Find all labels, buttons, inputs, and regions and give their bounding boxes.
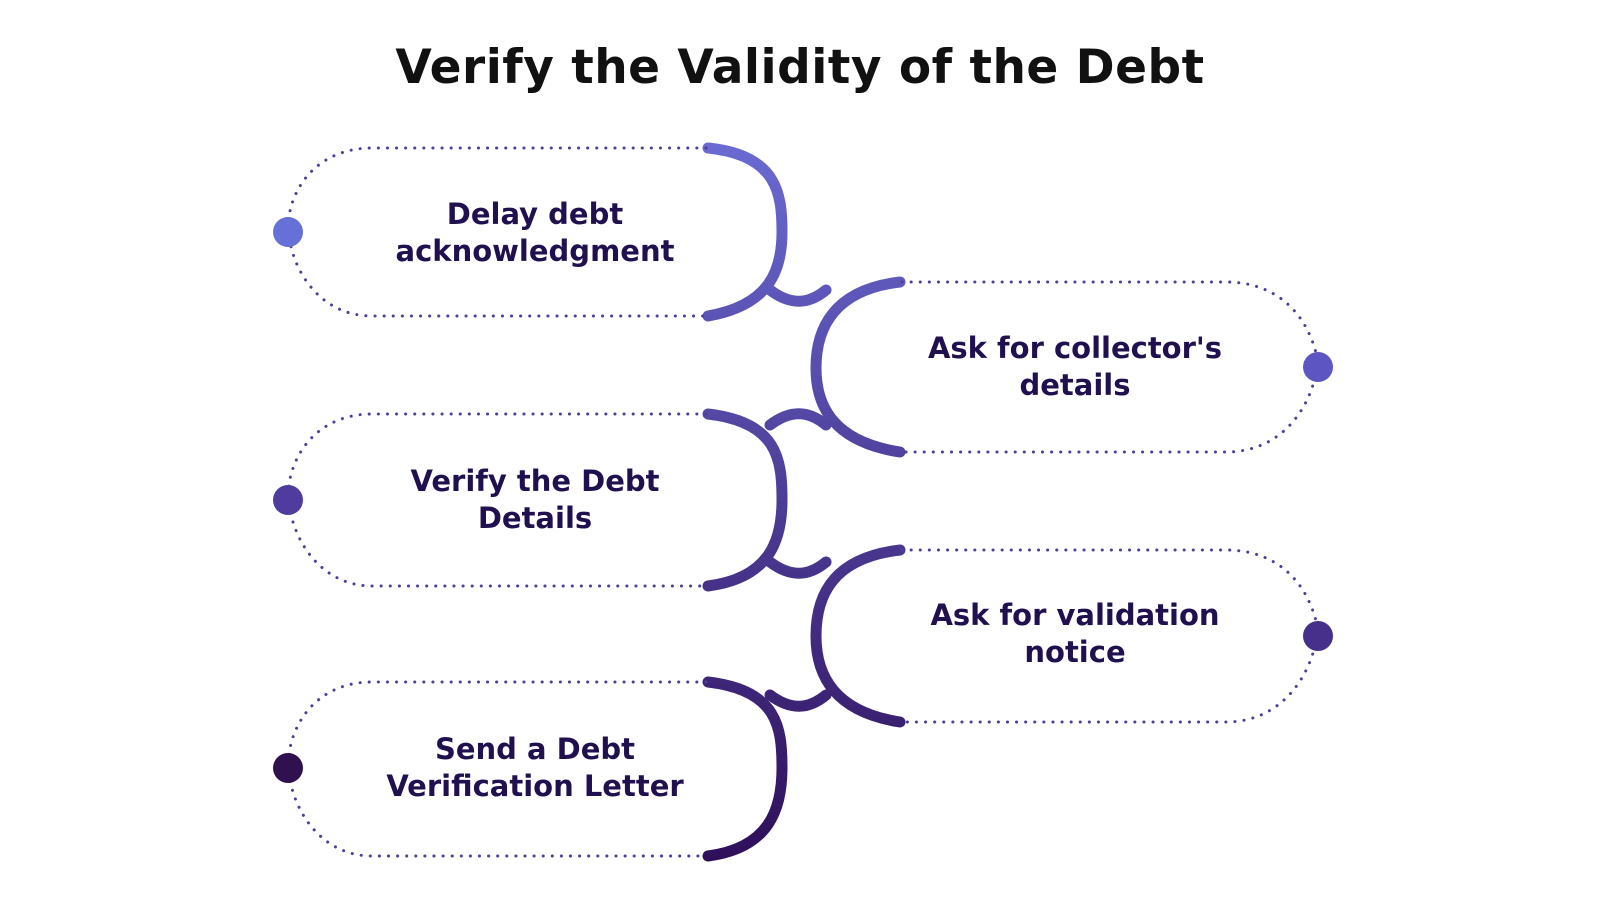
step-5-line-1: Send a Debt [434, 732, 636, 766]
step-5-label: Send a Debt Verification Letter [335, 731, 735, 805]
step-1-label: Delay debt acknowledgment [335, 196, 735, 270]
page-title: Verify the Validity of the Debt [395, 40, 1205, 95]
step-3-line-2: Details [477, 501, 593, 535]
step-3-marker-dot [273, 485, 303, 515]
step-2-label: Ask for collector's details [875, 330, 1275, 404]
step-2-line-2: details [1019, 368, 1131, 402]
step-4-line-1: Ask for validation [930, 598, 1220, 632]
spine-connector [702, 142, 906, 862]
step-4-line-2: notice [1024, 635, 1126, 669]
step-1-line-2: acknowledgment [395, 234, 675, 268]
step-2-marker-dot [1303, 352, 1333, 382]
step-5-line-2: Verification Letter [386, 769, 684, 803]
step-3-line-1: Verify the Debt [410, 464, 660, 498]
step-1-marker-dot [273, 217, 303, 247]
step-4-label: Ask for validation notice [875, 597, 1275, 671]
step-3-label: Verify the Debt Details [335, 463, 735, 537]
step-5-marker-dot [273, 753, 303, 783]
step-1-line-1: Delay debt [446, 197, 624, 231]
step-4-marker-dot [1303, 621, 1333, 651]
step-2-line-1: Ask for collector's [927, 331, 1223, 365]
